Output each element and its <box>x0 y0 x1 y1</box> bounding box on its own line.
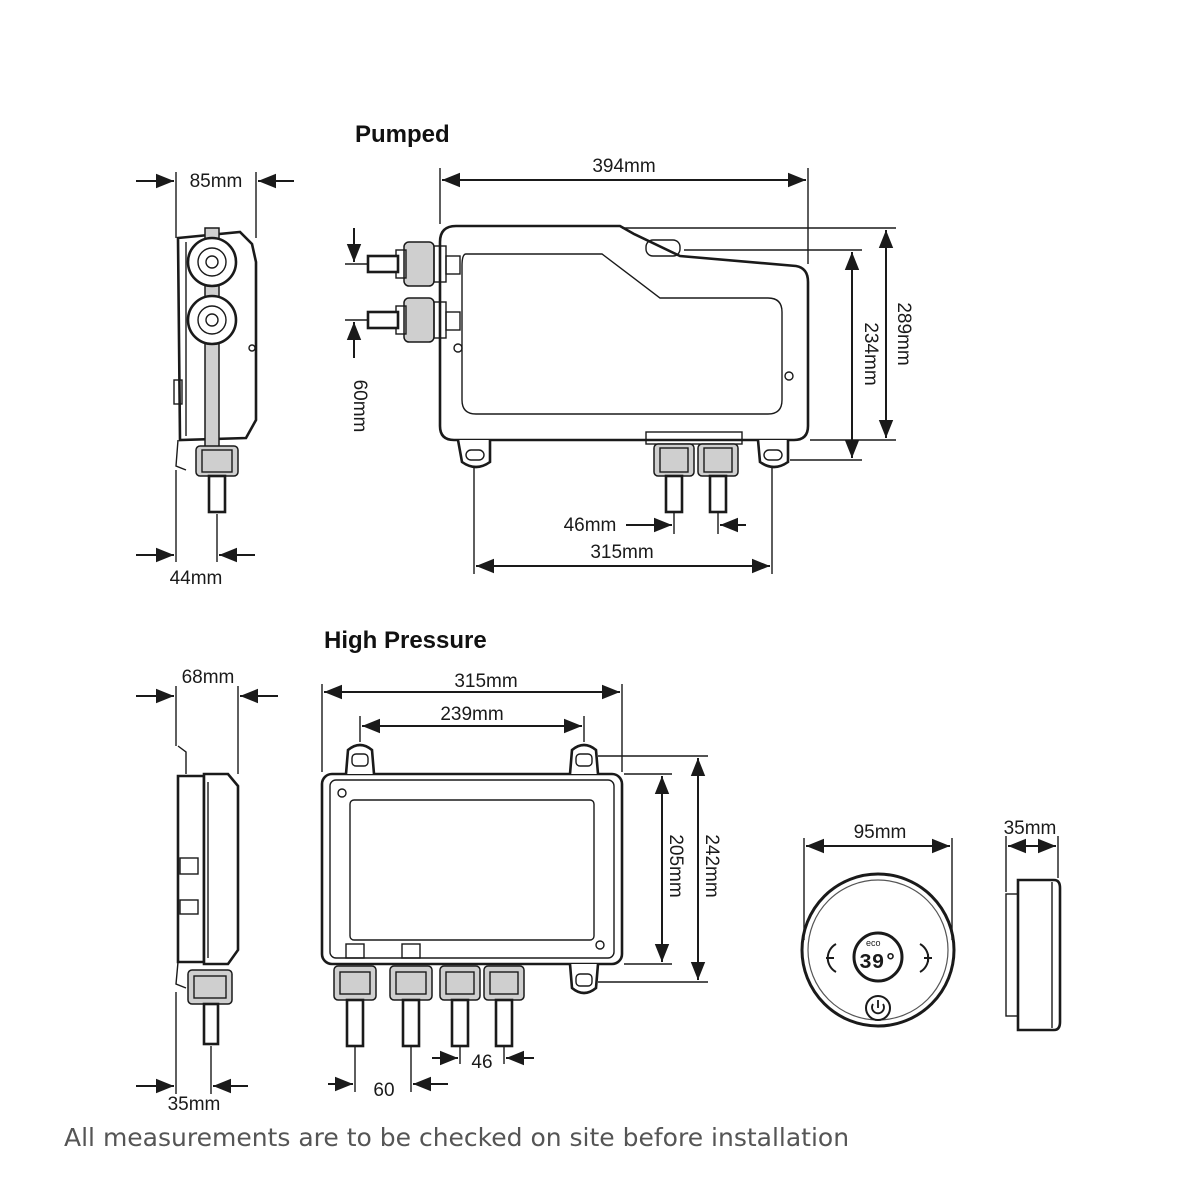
pumped-width-label: 394mm <box>592 156 655 177</box>
hp-side-dims: 68mm 35mm <box>136 667 278 1115</box>
pumped-front-view <box>366 224 810 514</box>
pumped-fixing-centres-label: 315mm <box>590 542 653 563</box>
controller-display: 39° <box>859 952 897 975</box>
pumped-side-outlet-label: 44mm <box>170 568 223 589</box>
footer-note: All measurements are to be checked on si… <box>64 1123 849 1152</box>
controller-dims: 95mm <box>803 822 953 940</box>
hp-overall-height-label: 242mm <box>701 834 722 897</box>
power-icon <box>871 1000 885 1015</box>
controller-diameter-label: 95mm <box>854 822 907 843</box>
pumped-section: Pumped 85mm <box>136 121 914 589</box>
pumped-overall-height-label: 289mm <box>893 302 914 365</box>
hp-outlet-spacing-a-label: 46 <box>471 1052 492 1073</box>
pumped-inlet-spacing-label: 60mm <box>349 380 370 433</box>
pumped-side-depth-label: 85mm <box>190 171 243 192</box>
pumped-body-height-label: 234mm <box>860 322 881 385</box>
hp-front-view <box>320 743 624 1048</box>
pumped-front-dims: 394mm 60mm 46mm 315mm 234mm <box>345 156 914 574</box>
hp-side-view <box>175 745 240 1046</box>
controller-front-view: eco 39° <box>800 872 956 1028</box>
hp-side-depth-label: 68mm <box>182 667 235 688</box>
hp-width-label: 315mm <box>454 671 517 692</box>
hp-outlet-spacing-b-label: 60 <box>373 1080 394 1101</box>
minus-button[interactable] <box>826 943 837 973</box>
controller-side-dims: 35mm <box>1004 818 1059 892</box>
power-button[interactable] <box>865 995 891 1021</box>
controller-side-view <box>1005 878 1062 1032</box>
high-pressure-title: High Pressure <box>324 627 487 654</box>
eco-icon: eco <box>866 938 881 948</box>
hp-body-height-label: 205mm <box>665 834 686 897</box>
hp-front-dims: 315mm 239mm 205mm 242mm 46 <box>321 671 722 1101</box>
high-pressure-section: High Pressure 68mm 35mm <box>136 627 722 1115</box>
pumped-side-dims: 85mm 44mm <box>136 171 294 589</box>
hp-side-outlet-label: 35mm <box>168 1094 221 1115</box>
pumped-title: Pumped <box>355 121 450 148</box>
controller-depth-label: 35mm <box>1004 818 1057 839</box>
plus-button[interactable] <box>919 943 932 973</box>
pumped-side-view <box>173 227 258 514</box>
hp-fixing-centres-label: 239mm <box>440 704 503 725</box>
pumped-outlet-spacing-label: 46mm <box>564 515 617 536</box>
plus-icon <box>924 954 932 962</box>
